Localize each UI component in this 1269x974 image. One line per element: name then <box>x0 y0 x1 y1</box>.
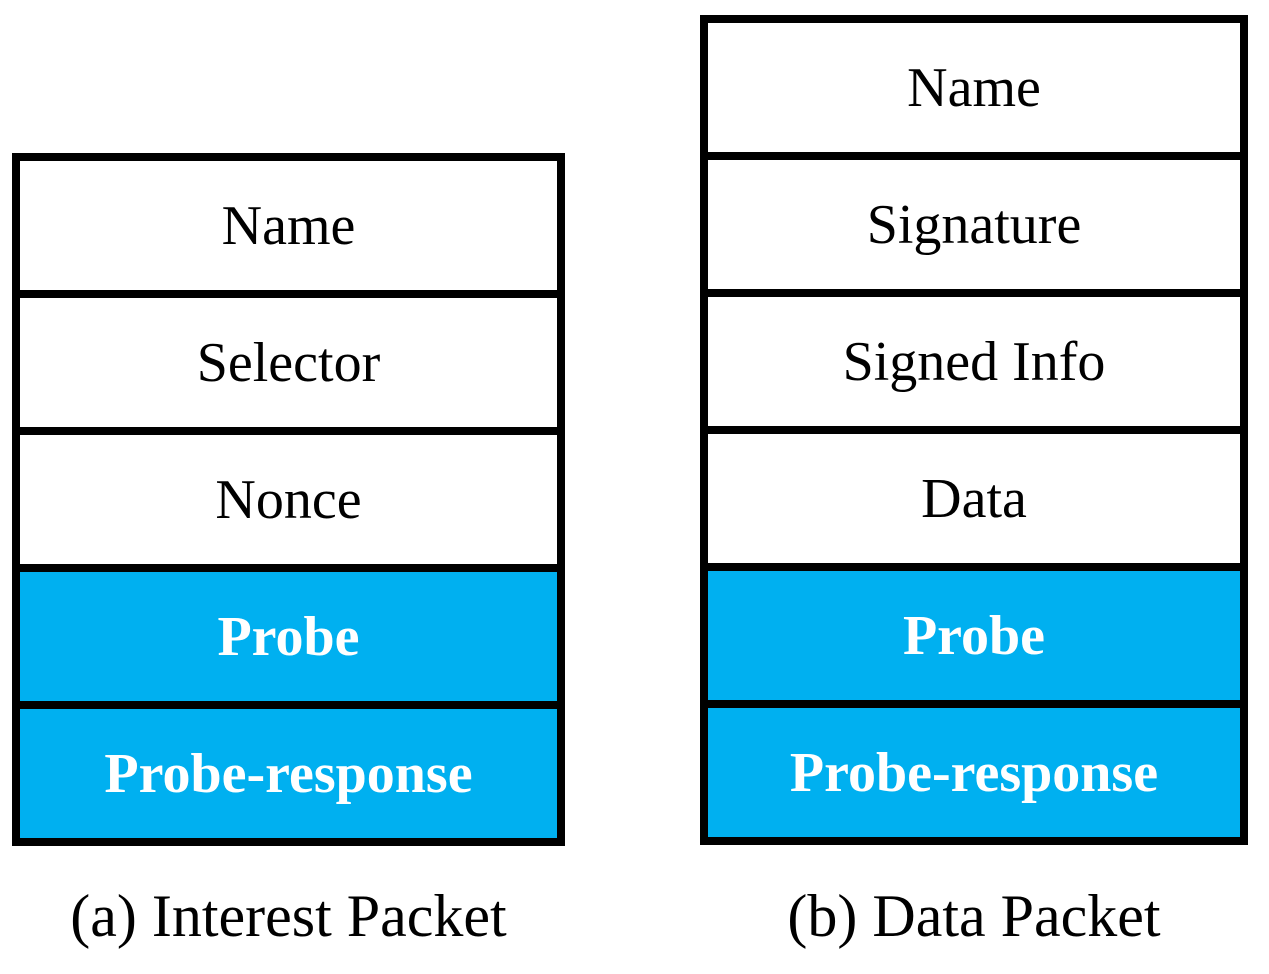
field-label: Probe-response <box>104 742 473 805</box>
field-row-signed-info: Signed Info <box>708 289 1240 426</box>
field-label: Nonce <box>215 468 362 531</box>
field-row-name: Name <box>708 23 1240 152</box>
field-label: Probe <box>902 604 1046 667</box>
data-packet-caption: (b) Data Packet <box>787 883 1161 949</box>
field-row-nonce: Nonce <box>20 427 557 564</box>
field-label: Selector <box>196 331 381 394</box>
field-label: Signed Info <box>842 330 1106 393</box>
field-label: Probe <box>217 605 360 668</box>
field-row-signature: Signature <box>708 152 1240 289</box>
field-label: Probe-response <box>789 741 1159 804</box>
interest-packet-box: Name Selector Nonce Probe Probe-response <box>12 153 565 846</box>
field-row-probe-response: Probe-response <box>708 700 1240 837</box>
field-row-probe: Probe <box>708 563 1240 700</box>
field-row-data: Data <box>708 426 1240 563</box>
field-label: Signature <box>866 193 1082 256</box>
field-label: Name <box>907 56 1041 119</box>
interest-packet-caption: (a) Interest Packet <box>70 883 507 949</box>
field-row-probe-response: Probe-response <box>20 701 557 838</box>
field-row-probe: Probe <box>20 564 557 701</box>
field-label: Name <box>221 194 356 257</box>
data-packet-box: Name Signature Signed Info Data Probe Pr… <box>700 15 1248 845</box>
field-row-selector: Selector <box>20 290 557 427</box>
field-label: Data <box>921 467 1027 530</box>
field-row-name: Name <box>20 161 557 290</box>
